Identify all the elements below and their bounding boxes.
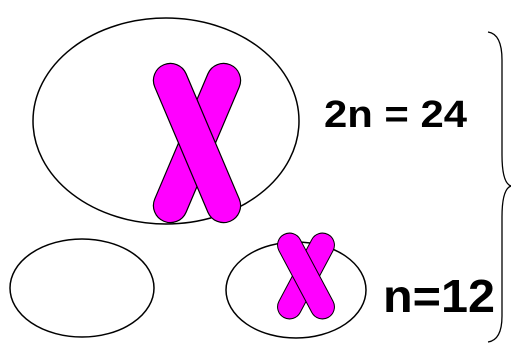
daughter-cell-left [10, 239, 154, 337]
haploid-label: n=12 [383, 270, 495, 322]
diploid-label: 2n = 24 [324, 94, 467, 136]
chromosome-large [148, 58, 246, 228]
